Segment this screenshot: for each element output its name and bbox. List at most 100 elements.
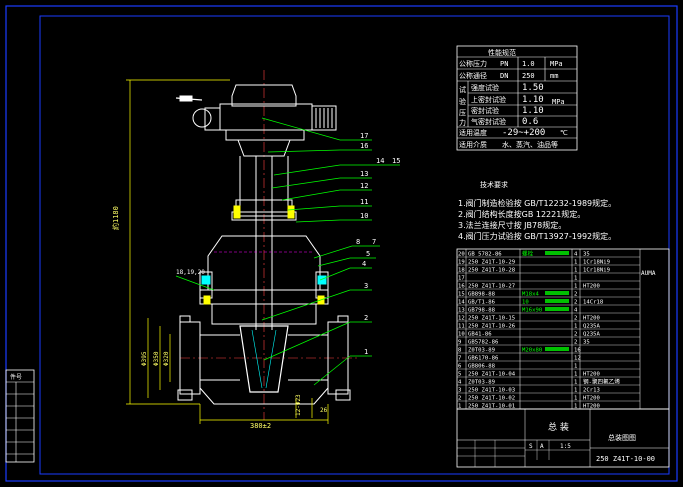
bom-green-mark [545, 291, 569, 295]
leader-lines [175, 117, 400, 386]
bom-cell-qty: 2 [574, 316, 577, 322]
tech-item-1: 1.阀门制造检验按 GB/T12232-1989规定。 [458, 198, 616, 208]
bom-cell-code: GB806-88 [468, 364, 496, 370]
bom-cell-mat: HT200 [583, 396, 600, 402]
balloon-labels: 17 16 14 15 13 12 11 10 9 8 6 7 5 4 3 2 … [176, 132, 400, 356]
bom-cell-no: 18 [458, 268, 465, 274]
bom-cell-code: 250 Z41T-10-29 [468, 260, 515, 266]
bom-cell-no: 5 [458, 372, 461, 378]
bom-cell-code: 250 Z41T-10-28 [468, 268, 516, 274]
bom-cell-qty: 12 [574, 356, 581, 362]
balloon-14: 14 [376, 157, 384, 165]
balloon-7: 7 [372, 238, 376, 246]
title-name: 总 装 [548, 421, 569, 433]
bom-cell-mat: 1Cr18Ni9 [583, 268, 610, 274]
dim-d3: Φ320 [163, 351, 170, 366]
bom-cell-no: 2 [458, 396, 461, 402]
bom-cell-no: 11 [458, 324, 465, 330]
tech-item-2: 2.阀门结构长度按GB 12221规定。 [458, 209, 585, 219]
bom-cell-no: 20 [458, 252, 465, 258]
bom-cell-no: 7 [458, 356, 461, 362]
inner-border [39, 15, 670, 475]
spec-unit-1: mm [550, 72, 558, 80]
bom-cell-qty: 16 [574, 348, 581, 354]
title-scale-s: S [529, 443, 533, 450]
spec-label-3: 上密封试验 [471, 95, 506, 104]
bom-cell-mat: Q235A [583, 332, 600, 338]
title-block: 总 装 总装图图 250 Z41T-10-00 S A 1:5 [456, 408, 670, 468]
bom-cell-no: 13 [458, 308, 465, 314]
spec-side-1: 验 [459, 97, 466, 106]
dim-height: 約1180 [111, 206, 120, 230]
bom-cell-code: Z0T03-89 [468, 380, 495, 386]
dim-d1: Φ395 [141, 351, 148, 366]
spec-table: 性能规范 公称压力 PN 1.0 MPa 公称通径 DN 250 mm 试 验 … [456, 45, 578, 151]
bom-green-mark [545, 299, 569, 303]
bom-cell-code: Z0T03-89 [468, 348, 495, 354]
bom-green-mark [545, 251, 569, 255]
bom-cell-mat: 35 [583, 340, 590, 346]
balloon-10: 10 [360, 212, 368, 220]
bom-cell-no: 19 [458, 260, 465, 266]
spec-val-0: 1.0 [522, 60, 535, 68]
dim-length: 380±2 [250, 422, 271, 430]
bom-cell-no: 1 [458, 404, 461, 410]
title-scale-a: A [540, 443, 544, 450]
balloon-5: 5 [366, 250, 370, 258]
spec-label-0: 公称压力 [459, 59, 487, 68]
spec-label-2: 强度试验 [471, 83, 499, 92]
bom-cell-mat: HT200 [583, 372, 600, 378]
bom-cell-qty: 1 [574, 268, 577, 274]
bom-cell-qty: 1 [574, 324, 577, 330]
bom-cell-code: GB 5782-86 [468, 252, 502, 258]
spec-val-4: 1.10 [522, 106, 544, 116]
bom-cell-qty: 1 [574, 380, 577, 386]
bom-cell-no: 9 [458, 340, 461, 346]
bom-cell-code: 250 Z41T-10-15 [468, 316, 515, 322]
bom-cell-qty: 2 [574, 332, 577, 338]
bom-cell-code: GB41-86 [468, 332, 492, 338]
left-panel-header: 件号 [10, 373, 22, 381]
bom-cell-mat: HT200 [583, 284, 600, 290]
title-right-top: 总装图图 [608, 433, 636, 442]
bom-cell-qty: 1 [574, 276, 577, 282]
bom-cell-name: 10 [522, 300, 529, 306]
bom-cell-mat: HT200 [583, 316, 600, 322]
spec-unit-0: MPa [550, 60, 563, 68]
spec-label-4: 密封试验 [471, 106, 499, 115]
outer-border [5, 5, 678, 482]
bom-cell-no: 3 [458, 388, 461, 394]
spec-side-3: 力 [459, 118, 466, 127]
bom-cell-code: GB5782-86 [468, 340, 498, 346]
bom-cell-code: GB/T1-86 [468, 300, 495, 306]
bom-cell-code: 250 Z41T-10-27 [468, 284, 515, 290]
bom-cell-qty: 1 [574, 404, 577, 410]
spec-label-7: 适用介质 [459, 140, 487, 149]
bom-cell-no: 8 [458, 348, 462, 354]
bom-cell-no: 10 [458, 332, 465, 338]
spec-label-6: 适用温度 [459, 128, 487, 137]
bom-green-mark [545, 307, 569, 311]
bom-cell-qty: 1 [574, 364, 577, 370]
bom-cell-mat: 钢-聚四氟乙烯 [583, 378, 620, 386]
bom-cell-qty: 1 [574, 396, 577, 402]
bom-cell-name: M16x90 [522, 308, 542, 314]
balloon-16: 16 [360, 142, 368, 150]
bom-cell-mat: HT200 [583, 404, 600, 410]
spec-unit-6: ℃ [560, 129, 568, 137]
bom-cell-qty: 1 [574, 284, 577, 290]
bom-cell-qty: 2 [574, 300, 577, 306]
bom-cell-qty: 2 [574, 292, 577, 298]
bom-cell-mat: 35 [583, 252, 590, 258]
spec-val-2: 1.50 [522, 83, 544, 93]
balloon-8: 8 [356, 238, 360, 246]
bom-cell-code: GB898-88 [468, 292, 496, 298]
actuator-housing [231, 84, 297, 107]
dim-d2: Φ350 [153, 351, 160, 366]
bom-cell-code: GB798-88 [468, 308, 496, 314]
balloon-13: 13 [360, 170, 368, 178]
bom-cell-code: 250 Z41T-10-04 [468, 372, 516, 378]
spec-unit-3: MPa [552, 98, 565, 106]
